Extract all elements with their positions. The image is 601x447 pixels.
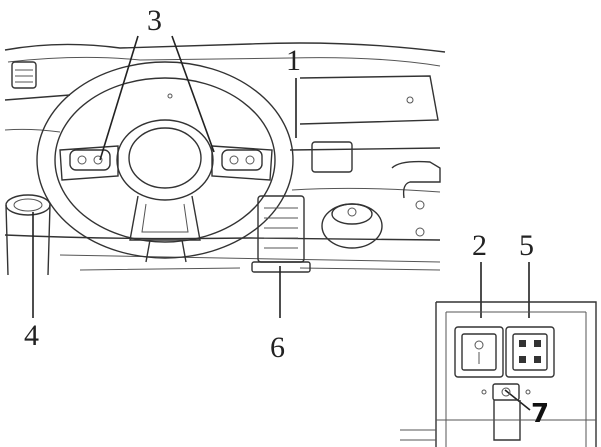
callout-1: 1 (286, 44, 301, 77)
steering-wheel (36, 61, 294, 263)
power-switch (454, 326, 504, 378)
steering-controls (69, 149, 263, 171)
callout-6: 6 (270, 331, 285, 364)
callout-4: 4 (24, 319, 39, 352)
callout-labels: 3 1 4 6 2 5 7 (24, 4, 549, 429)
leader-lines (32, 35, 531, 411)
cup-holder (5, 194, 51, 276)
switch-panel-inset (400, 301, 597, 447)
control-switch (505, 326, 555, 378)
callout-2: 2 (472, 229, 487, 262)
dashboard-body (4, 42, 446, 271)
charging-port (481, 383, 531, 441)
pedal (251, 195, 311, 273)
callout-7: 7 (531, 399, 549, 429)
callout-5: 5 (519, 229, 534, 262)
callout-3: 3 (147, 4, 162, 37)
